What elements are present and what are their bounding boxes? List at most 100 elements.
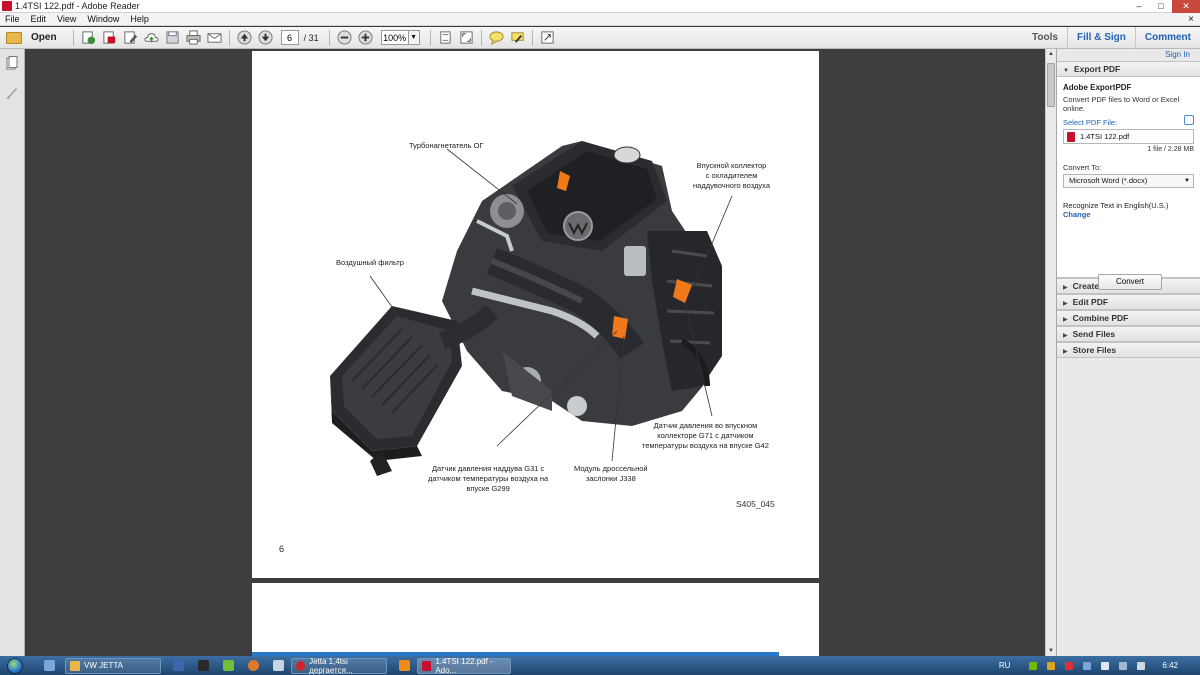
send-files-header[interactable]: ▶Send Files (1057, 326, 1200, 342)
convert-to-value: Microsoft Word (*.docx) (1069, 176, 1148, 185)
export-pdf-header[interactable]: ▼ Export PDF (1057, 61, 1200, 77)
toolbar-separator (531, 29, 533, 46)
save-icon[interactable] (164, 30, 180, 46)
tab-fill-sign[interactable]: Fill & Sign (1066, 27, 1135, 49)
menu-view[interactable]: View (57, 14, 77, 24)
vertical-scrollbar[interactable]: ▲ ▼ (1045, 49, 1056, 656)
close-document-button[interactable]: × (1188, 14, 1194, 25)
section-label: Combine PDF (1072, 313, 1129, 323)
tools-pane: Sign In ▼Export PDF Adobe ExportPDF Conv… (1056, 49, 1200, 656)
clock[interactable]: 6:42 (1162, 661, 1178, 670)
task-label: VW JETTA (84, 661, 123, 670)
label-sensor-g71: Датчик давления во впускном коллекторе G… (642, 421, 769, 450)
edit-pdf-header[interactable]: ▶Edit PDF (1057, 294, 1200, 310)
comment-bubble-icon[interactable] (488, 30, 504, 46)
tab-comment[interactable]: Comment (1134, 27, 1200, 49)
export-pdf-title: Export PDF (1073, 64, 1121, 74)
full-screen-icon[interactable] (458, 30, 474, 46)
document-view[interactable]: Турбонагнетатель ОГ Впускной коллектор с… (26, 49, 1045, 656)
edit-pdf-icon[interactable] (122, 30, 138, 46)
menu-edit[interactable]: Edit (30, 14, 47, 24)
adobe-reader-icon (422, 660, 432, 671)
tray-icon[interactable] (1083, 661, 1092, 670)
user-folder-icon[interactable] (44, 660, 55, 671)
open-button[interactable]: Open (6, 31, 57, 44)
page-thumbnails-icon[interactable] (6, 56, 18, 70)
previous-page-icon[interactable] (236, 30, 252, 46)
toolbar-separator (328, 29, 330, 46)
combine-pdf-header[interactable]: ▶ Combine PDF (1057, 310, 1200, 326)
zoom-out-icon[interactable] (336, 30, 352, 46)
dropdown-arrow-icon: ▼ (1184, 178, 1190, 184)
word-icon[interactable] (173, 660, 184, 671)
zoom-in-icon[interactable] (357, 30, 373, 46)
convert-to-select[interactable]: Microsoft Word (*.docx) ▼ (1063, 174, 1194, 188)
minimize-button[interactable]: – (1136, 1, 1142, 11)
menu-file[interactable]: File (5, 14, 20, 24)
pdf-export-icon[interactable] (101, 30, 117, 46)
window-controls: – □ ✕ (1128, 0, 1200, 13)
expand-triangle-icon: ▶ (1063, 317, 1068, 323)
scroll-down-icon[interactable]: ▼ (1048, 648, 1054, 654)
start-button[interactable] (4, 656, 26, 675)
menu-window[interactable]: Window (87, 14, 120, 24)
title-bar: 1.4TSI 122.pdf - Adobe Reader – □ ✕ (0, 0, 1200, 13)
next-page-icon[interactable] (257, 30, 273, 46)
convert-to-label: Convert To: (1063, 163, 1102, 172)
fit-page-icon[interactable] (437, 30, 453, 46)
scroll-up-icon[interactable]: ▲ (1048, 51, 1054, 57)
toolbar: Open / 31 ▼ Tools Fill & Sign Comment (0, 27, 1200, 49)
tab-tools[interactable]: Tools (1032, 32, 1058, 43)
vlc-icon[interactable] (399, 660, 410, 671)
signature-pen-icon[interactable] (6, 85, 18, 99)
antivirus-icon[interactable] (1065, 661, 1074, 670)
sign-in-link[interactable]: Sign In (1165, 50, 1190, 59)
task-adobe-reader[interactable]: 1.4TSI 122.pdf - Ado... (417, 656, 511, 675)
toolbar-separator (480, 29, 482, 46)
media-icon[interactable] (198, 660, 209, 671)
change-language-link[interactable]: Change (1063, 210, 1091, 219)
menu-help[interactable]: Help (130, 14, 149, 24)
export-settings-icon[interactable] (1184, 115, 1194, 125)
windows-logo-icon (7, 657, 23, 674)
open-label: Open (31, 32, 57, 43)
zoom-input[interactable] (380, 30, 409, 45)
network-icon[interactable] (1119, 661, 1128, 670)
expand-triangle-icon: ▶ (1063, 285, 1068, 291)
file-name: 1.4TSI 122.pdf (1080, 132, 1130, 141)
task-label: 1.4TSI 122.pdf - Ado... (435, 656, 493, 675)
calculator-icon[interactable] (273, 660, 284, 671)
volume-icon[interactable] (1137, 661, 1146, 670)
expand-icon[interactable] (539, 30, 555, 46)
upload-cloud-icon[interactable] (143, 30, 159, 46)
zoom-dropdown-icon[interactable]: ▼ (408, 30, 420, 45)
collapse-triangle-icon: ▼ (1063, 68, 1069, 74)
toolbar-separator (72, 29, 74, 46)
flag-icon[interactable] (1101, 661, 1110, 670)
opera-icon (296, 660, 306, 671)
highlight-pen-icon[interactable] (509, 30, 525, 46)
selected-file[interactable]: 1.4TSI 122.pdf (1063, 129, 1194, 144)
task-browser[interactable]: Jetta 1,4tsi дергается... (291, 656, 387, 675)
app-tray-icon[interactable] (1047, 661, 1056, 670)
create-pdf-icon[interactable] (80, 30, 96, 46)
language-indicator[interactable]: RU (998, 661, 1011, 670)
nvidia-icon[interactable] (1029, 661, 1038, 670)
page-number-input[interactable] (280, 30, 299, 45)
page-total: / 31 (303, 32, 319, 43)
email-icon[interactable] (206, 30, 222, 46)
toolbar-tabs: Tools Fill & Sign Comment (1023, 27, 1200, 49)
convert-button[interactable]: Convert (1098, 274, 1162, 290)
label-throttle-module: Модуль дроссельной заслонки J338 (574, 464, 648, 483)
menu-bar: File Edit View Window Help × (0, 13, 1200, 26)
firefox-icon[interactable] (248, 660, 259, 671)
task-label: Jetta 1,4tsi дергается... (309, 656, 353, 675)
task-vw-jetta[interactable]: VW JETTA (65, 657, 161, 674)
utorrent-icon[interactable] (223, 660, 234, 671)
store-files-header[interactable]: ▶Store Files (1057, 342, 1200, 358)
expand-triangle-icon: ▶ (1063, 349, 1068, 355)
print-icon[interactable] (185, 30, 201, 46)
close-window-button[interactable]: ✕ (1172, 0, 1200, 13)
scroll-thumb[interactable] (1047, 63, 1055, 107)
maximize-button[interactable]: □ (1158, 1, 1164, 11)
